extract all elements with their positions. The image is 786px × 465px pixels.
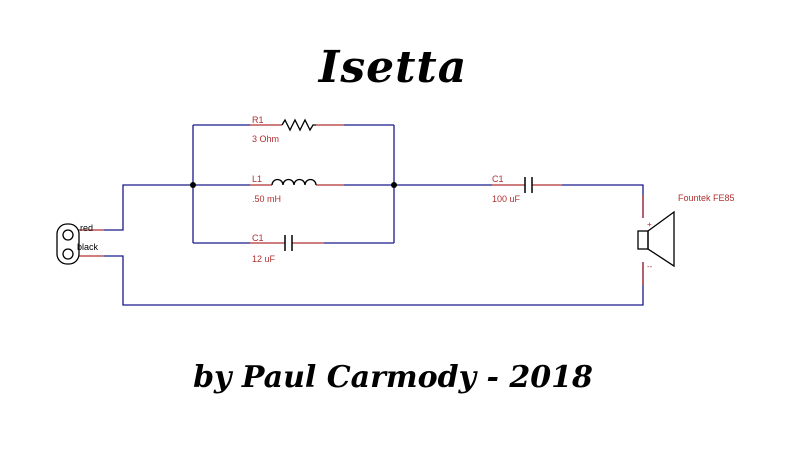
resistor-r1-symbol [281,118,316,132]
connector-red-label: red [80,223,93,233]
wire-bottom-input [104,255,644,306]
input-connector: red black [56,223,99,265]
author-credit: by Paul Carmody - 2018 [193,360,593,395]
capacitor-c1-series-symbol [524,177,533,193]
r1-ref-label: R1 [252,115,264,125]
speaker-cone [647,210,675,268]
wire-c1s-right [562,184,644,218]
speaker-label: Fountek FE85 [678,193,735,203]
wires [104,124,644,306]
speaker-plus-label: + [647,220,652,229]
l1-ref-label: L1 [252,174,262,184]
wire-top-input [104,184,193,231]
c1-series-value-label: 100 uF [492,194,521,204]
component-leads [78,124,644,285]
connector-terminal-black [62,248,74,260]
speaker-magnet [637,230,649,250]
c1-series-ref-label: C1 [492,174,504,184]
speaker-minus-label: -- [647,262,653,271]
inductor-l1-symbol [271,178,317,186]
l1-value-label: .50 mH [252,194,281,204]
junction-dot [391,182,397,188]
connector-terminal-red [62,229,74,241]
connector-black-label: black [77,242,99,252]
capacitor-c1-parallel-symbol [284,235,293,251]
speaker-fountek-fe85 [637,210,675,268]
c1-parallel-ref-label: C1 [252,233,264,243]
r1-value-label: 3 Ohm [252,134,279,144]
page-title: Isetta [318,42,468,93]
c1-parallel-value-label: 12 uF [252,254,276,264]
junction-dot [190,182,196,188]
